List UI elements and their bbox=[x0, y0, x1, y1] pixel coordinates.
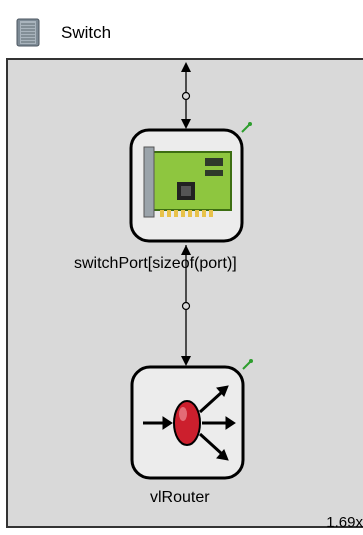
network-card-icon bbox=[143, 146, 232, 218]
module-title: Switch bbox=[61, 23, 112, 42]
router-arrows-icon bbox=[143, 385, 236, 461]
zoom-level: 1.69x bbox=[326, 514, 363, 531]
pin-icon bbox=[241, 122, 252, 133]
module-label-vlrouter: vlRouter bbox=[150, 489, 210, 506]
connection-top[interactable] bbox=[181, 62, 191, 129]
server-rack-icon bbox=[16, 18, 40, 47]
pin-icon bbox=[242, 359, 253, 370]
module-vlrouter[interactable] bbox=[130, 359, 253, 480]
module-header: Switch bbox=[0, 0, 363, 56]
module-switchport[interactable] bbox=[129, 122, 252, 243]
router-core-icon bbox=[173, 400, 201, 446]
module-label-switchport: switchPort[sizeof(port)] bbox=[74, 255, 237, 272]
connection-port-router[interactable] bbox=[181, 245, 191, 366]
